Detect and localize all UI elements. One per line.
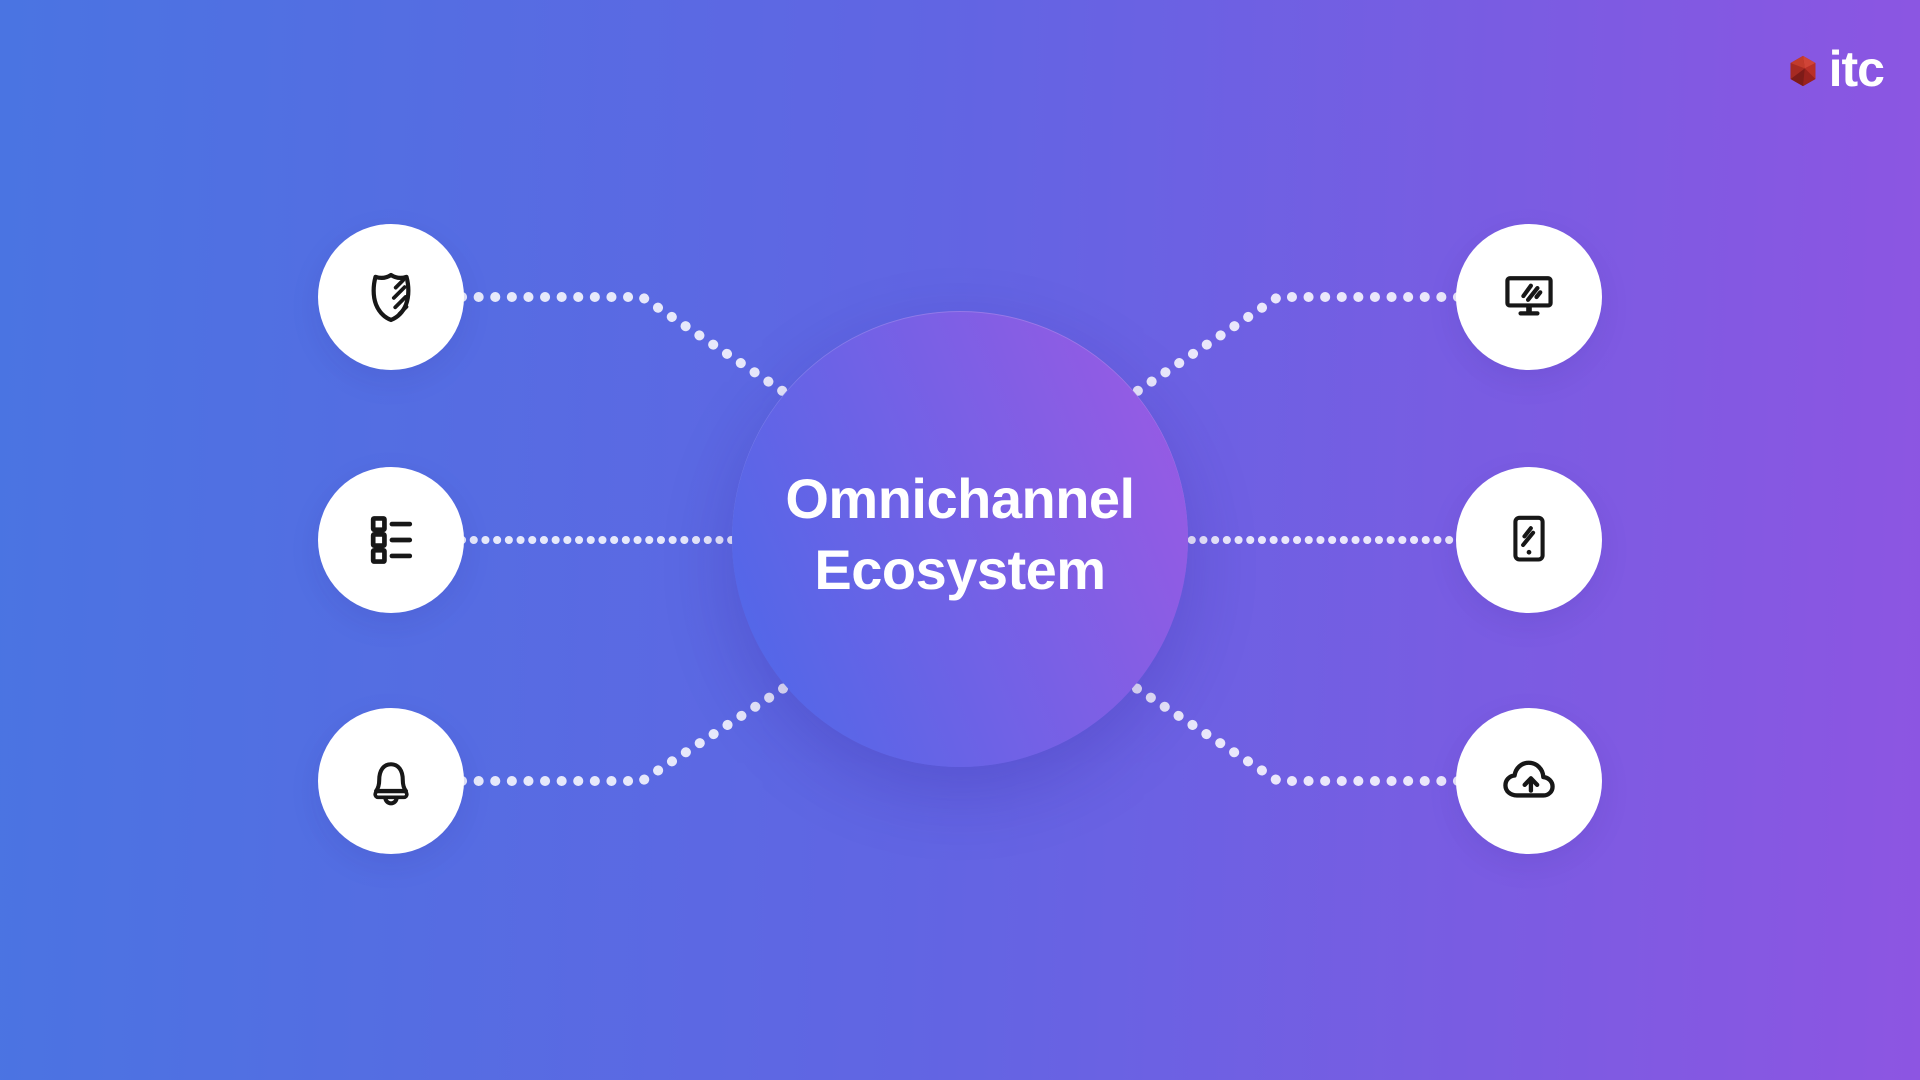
node-cloud <box>1456 708 1602 854</box>
brand-logo: itc <box>1787 41 1885 98</box>
brand-logo-text: itc <box>1828 41 1885 97</box>
cloud-upload-icon <box>1503 760 1555 798</box>
node-tablet <box>1456 467 1602 613</box>
connector-top-right <box>1125 292 1463 401</box>
center-title-line2: Ecosystem <box>814 538 1106 601</box>
node-desktop <box>1456 224 1602 370</box>
node-notifications <box>318 708 464 854</box>
shield-icon <box>371 272 411 323</box>
center-title: Omnichannel Ecosystem <box>785 463 1135 605</box>
ruby-gem-icon <box>1790 55 1816 87</box>
center-circle: Omnichannel Ecosystem <box>732 311 1188 767</box>
center-title-line1: Omnichannel <box>785 466 1135 530</box>
desktop-monitor-icon <box>1505 276 1553 316</box>
connector-bottom-left <box>457 679 795 786</box>
connector-bottom-right <box>1125 679 1463 786</box>
checklist-icon <box>370 516 413 564</box>
node-checklist <box>318 467 464 613</box>
node-security <box>318 224 464 370</box>
connector-top-left <box>457 292 795 401</box>
bell-icon <box>373 762 409 806</box>
tablet-icon <box>1513 515 1545 562</box>
